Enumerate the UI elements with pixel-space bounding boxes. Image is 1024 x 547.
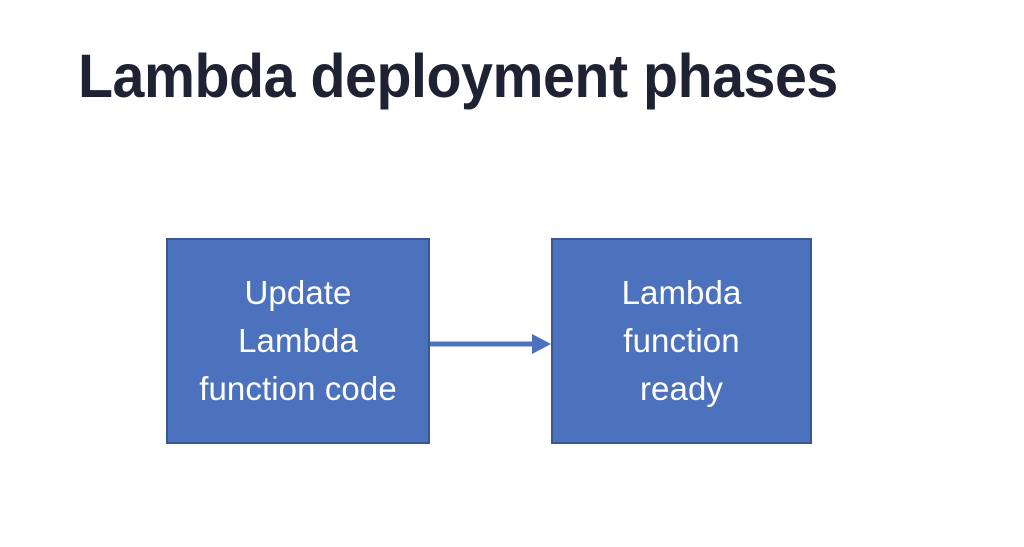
arrow-head: [532, 334, 551, 354]
flow-node-update-code[interactable]: Update Lambda function code: [166, 238, 430, 444]
flow-node-function-ready[interactable]: Lambda function ready: [551, 238, 812, 444]
arrow-right-icon: [430, 334, 551, 354]
flow-node-update-code-label: Update Lambda function code: [199, 274, 397, 407]
page-title: Lambda deployment phases: [78, 42, 838, 110]
flow-node-function-ready-label: Lambda function ready: [621, 274, 742, 407]
